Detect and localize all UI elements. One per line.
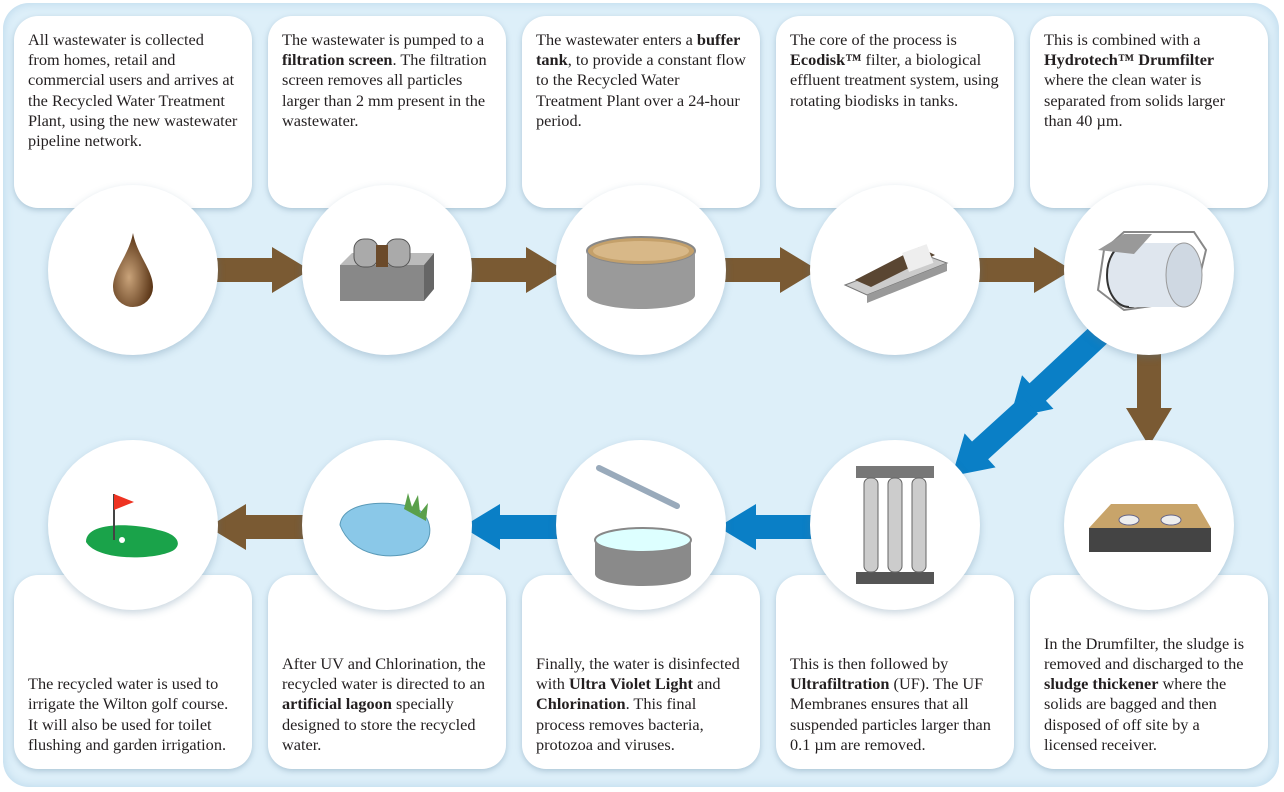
step-5-card: This is combined with a Hydrotech™ Drumf… (1030, 16, 1268, 208)
step-2-card: The wastewater is pumped to a filtration… (268, 16, 506, 208)
step-6-card: In the Drumfilter, the sludge is removed… (1030, 575, 1268, 769)
step-description: All wastewater is collected from homes, … (28, 30, 238, 151)
highlighted-term: Chlorination (536, 694, 626, 714)
step-9-card: After UV and Chlorination, the recycled … (268, 575, 506, 769)
step-6-circle (1064, 440, 1234, 610)
step-description: In the Drumfilter, the sludge is removed… (1044, 634, 1254, 755)
artificial-lagoon-icon (332, 485, 442, 565)
text-segment: All wastewater is collected from homes, … (28, 30, 238, 151)
text-segment: The core of the process is (790, 30, 957, 49)
step-9-circle (302, 440, 472, 610)
step-description: The wastewater enters a buffer tank, to … (536, 30, 746, 131)
text-segment: The wastewater enters a (536, 30, 697, 49)
sludge-thickener-icon (1079, 490, 1219, 560)
text-segment: where the clean water is separated from … (1044, 70, 1225, 130)
step-description: The core of the process is Ecodisk™ filt… (790, 30, 1000, 111)
text-segment: Finally, the water is disinfected with (536, 653, 740, 694)
step-description: This is then followed by Ultrafiltration… (790, 654, 1000, 755)
text-segment: (UF). The UF Membranes ensures that all … (790, 674, 991, 754)
step-description: Finally, the water is disinfected with U… (536, 654, 746, 755)
blue-arrow-diagonal-icon (1010, 321, 1113, 418)
ultrafiltration-membrane-icon (850, 460, 940, 590)
step-5-circle (1064, 185, 1234, 355)
text-segment: The wastewater is pumped to a (282, 30, 485, 49)
wastewater-drop-icon (103, 225, 163, 315)
highlighted-term: Ecodisk™ (790, 50, 862, 70)
step-3-card: The wastewater enters a buffer tank, to … (522, 16, 760, 208)
filtration-screen-icon (332, 225, 442, 315)
step-1-circle (48, 185, 218, 355)
brown-arrow-right-icon (212, 247, 310, 293)
blue-arrow-diagonal-icon (952, 396, 1039, 476)
text-segment: In the Drumfilter, the sludge is removed… (1044, 633, 1245, 673)
uv-chlorination-icon (581, 460, 701, 590)
step-10-card: The recycled water is used to irrigate t… (14, 575, 252, 769)
highlighted-term: filtration screen (282, 50, 393, 70)
text-segment: filter, a biological effluent treatment … (790, 50, 999, 110)
highlighted-term: artificial lagoon (282, 694, 392, 714)
drumfilter-icon (1084, 220, 1214, 320)
text-segment: . The filtration screen removes all part… (282, 50, 487, 130)
step-description: The wastewater is pumped to a filtration… (282, 30, 492, 131)
text-segment: This is then followed by (790, 653, 949, 673)
brown-arrow-down-icon (1126, 346, 1172, 446)
brown-arrow-right-icon (974, 247, 1072, 293)
text-segment: After UV and Chlorination, the recycled … (282, 653, 486, 694)
step-8-circle (556, 440, 726, 610)
ecodisk-filter-icon (835, 225, 955, 315)
golf-course-icon (78, 480, 188, 570)
step-10-circle (48, 440, 218, 610)
step-2-circle (302, 185, 472, 355)
brown-arrow-right-icon (466, 247, 564, 293)
text-segment: . This final process removes bacteria, p… (536, 694, 704, 754)
step-7-circle (810, 440, 980, 610)
highlighted-term: buffer tank (536, 30, 741, 70)
blue-arrow-left-icon (718, 504, 818, 550)
text-segment: The recycled water is used to irrigate t… (28, 674, 229, 754)
highlighted-term: Ultrafiltration (790, 674, 890, 694)
highlighted-term: Ultra Violet Light (569, 674, 693, 694)
step-4-circle (810, 185, 980, 355)
buffer-tank-icon (581, 225, 701, 315)
text-segment: and (692, 674, 721, 694)
step-description: After UV and Chlorination, the recycled … (282, 654, 492, 755)
step-3-circle (556, 185, 726, 355)
highlighted-term: sludge thickener (1044, 674, 1159, 694)
brown-arrow-left-icon (208, 504, 308, 550)
step-description: The recycled water is used to irrigate t… (28, 674, 238, 755)
text-segment: This is combined with a (1044, 30, 1201, 49)
text-segment: specially designed to store the recycled… (282, 694, 476, 754)
step-4-card: The core of the process is Ecodisk™ filt… (776, 16, 1014, 208)
step-1-card: All wastewater is collected from homes, … (14, 16, 252, 208)
text-segment: , to provide a constant flow to the Recy… (536, 50, 746, 130)
brown-arrow-right-icon (720, 247, 818, 293)
step-description: This is combined with a Hydrotech™ Drumf… (1044, 30, 1254, 131)
highlighted-term: Hydrotech™ Drumfilter (1044, 50, 1215, 70)
blue-arrow-left-icon (462, 504, 562, 550)
text-segment: where the solids are bagged and then dis… (1044, 674, 1227, 754)
